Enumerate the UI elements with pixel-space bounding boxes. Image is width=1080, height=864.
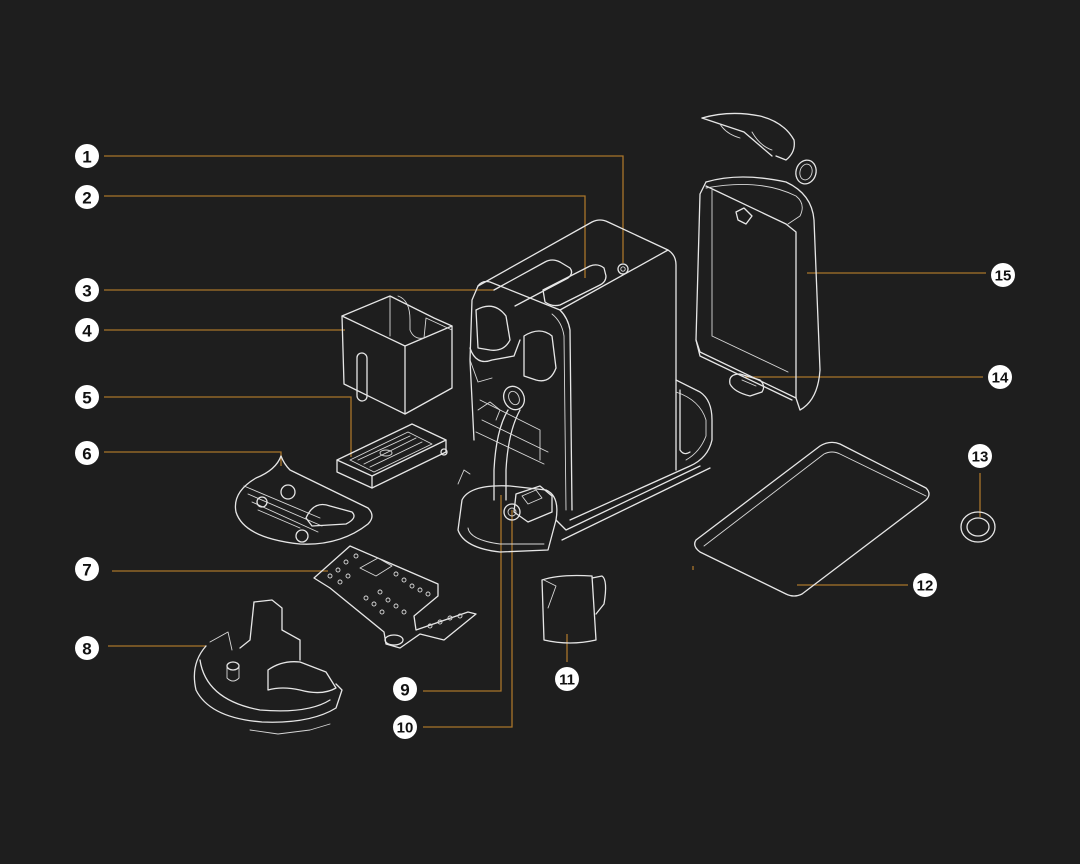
perforation-dots [327,553,463,629]
part-15-water-tank [695,112,821,411]
leader-line-10 [423,510,513,728]
leader-line-9 [423,495,502,692]
callout-6: 6 [75,441,99,465]
svg-text:15: 15 [995,268,1012,285]
callout-8: 8 [75,636,99,660]
part-13-seal-ring [960,511,996,543]
part-8-base-housing [193,599,343,735]
callout-3: 3 [75,278,99,302]
svg-text:6: 6 [82,445,91,464]
svg-text:1: 1 [82,148,91,167]
svg-text:4: 4 [82,322,92,341]
leader-line-6 [104,451,282,466]
callouts: 1 2 3 4 5 6 7 8 [75,144,1015,739]
part-12-flat-tray [694,441,930,597]
callout-14: 14 [988,365,1012,389]
part-6-drip-grate [234,455,373,545]
part-5-tray-insert [336,423,448,489]
machine-body [457,219,713,553]
part-11-milk-pitcher [541,574,607,644]
svg-text:10: 10 [397,720,414,737]
part-7-perforated-grate [313,545,477,649]
callout-9: 9 [393,677,417,701]
callout-4: 4 [75,318,99,342]
callout-1: 1 [75,144,99,168]
callout-10: 10 [393,715,417,739]
callout-2: 2 [75,185,99,209]
svg-text:11: 11 [559,672,575,689]
part-4-box [341,295,453,415]
svg-text:14: 14 [992,370,1009,387]
callout-5: 5 [75,385,99,409]
svg-text:12: 12 [917,578,934,595]
leader-line-5 [104,396,352,457]
leader-line-2 [104,195,586,278]
svg-text:8: 8 [82,640,91,659]
leader-line-1 [104,155,624,263]
leader-lines [104,155,986,728]
callout-13: 13 [968,444,992,468]
callout-7: 7 [75,557,99,581]
callout-15: 15 [991,263,1015,287]
svg-text:9: 9 [400,681,409,700]
svg-text:2: 2 [82,189,91,208]
svg-text:7: 7 [82,561,91,580]
callout-12: 12 [913,573,937,597]
callout-11: 11 [555,667,579,691]
svg-text:5: 5 [82,389,91,408]
svg-text:3: 3 [82,282,91,301]
svg-text:13: 13 [972,449,989,466]
